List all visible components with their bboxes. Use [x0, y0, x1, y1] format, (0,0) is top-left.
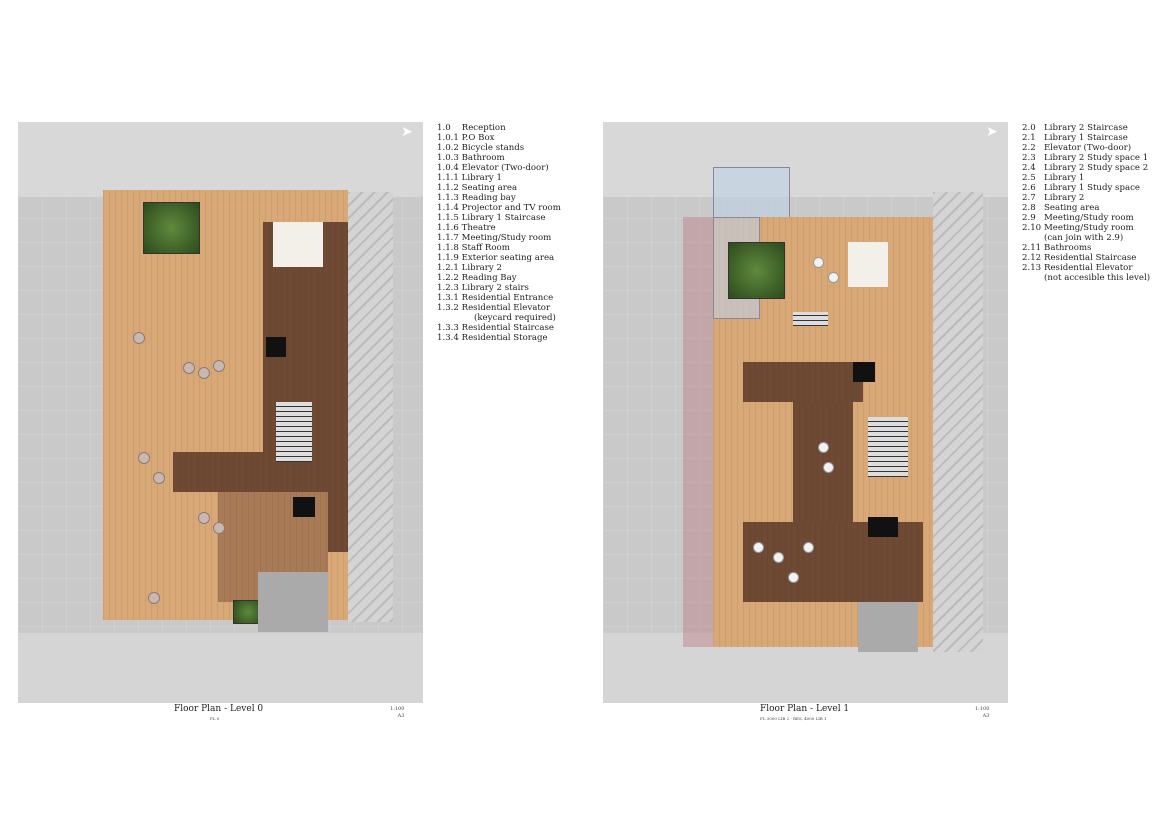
table-icon: [823, 462, 834, 473]
floor-plan-level-0: ➤: [18, 122, 423, 703]
legend-item: 1.0.2 Bicycle stands: [437, 143, 525, 153]
legend-item: 1.0.4 Elevator (Two-door): [437, 163, 549, 173]
site-top: [18, 122, 423, 197]
table-icon: [803, 542, 814, 553]
elevator-core: [853, 362, 875, 382]
residential-elevator-core: [868, 517, 898, 537]
legend-item: 1.1.4 Projector and TV room: [437, 203, 561, 213]
hatched-boundary: [933, 192, 983, 652]
legend-item: 1.3.4 Residential Storage: [437, 333, 548, 343]
north-arrow-icon: ➤: [986, 124, 998, 140]
table-icon: [148, 592, 160, 604]
table-icon: [198, 512, 210, 524]
table-icon: [828, 272, 839, 283]
site-top: [603, 122, 1008, 197]
residential-stair-area: [858, 602, 918, 652]
legend-item: 1.3.2 Residential Elevator: [437, 303, 551, 313]
plan-subtitle: FL 0: [210, 716, 220, 721]
legend-item: 1.2.1 Library 2: [437, 263, 502, 273]
legend-level-0: 1.0 Reception 1.0.1 P.O Box 1.0.2 Bicycl…: [437, 123, 561, 343]
residential-elevator-core: [293, 497, 315, 517]
table-icon: [213, 522, 225, 534]
hatched-boundary: [348, 192, 393, 622]
table-icon: [813, 257, 824, 268]
site-bottom: [18, 633, 423, 703]
facade-zone: [683, 217, 713, 647]
legend-item: 1.0 Reception: [437, 123, 506, 133]
legend-item: 1.1.3 Reading bay: [437, 193, 516, 203]
table-icon: [198, 367, 210, 379]
legend-item: 1.1.1 Library 1: [437, 173, 502, 183]
table-icon: [773, 552, 784, 563]
plan-subtitle: FL 3000 LIB 2 - RES, 4000 LIB 1: [760, 716, 827, 721]
legend-item: 1.1.8 Staff Room: [437, 243, 510, 253]
elevator-core: [266, 337, 286, 357]
residential-entrance: [258, 572, 328, 632]
skylight: [713, 167, 790, 219]
plan-title: Floor Plan - Level 0: [174, 704, 264, 714]
reading-bay: [173, 452, 283, 492]
meeting-room: [848, 242, 888, 287]
library-1: [793, 402, 853, 522]
courtyard-tree: [728, 242, 785, 299]
courtyard-tree: [143, 202, 200, 254]
legend-item: 1.1.7 Meeting/Study room: [437, 233, 552, 243]
table-icon: [213, 360, 225, 372]
meeting-room: [273, 222, 323, 267]
north-arrow-icon: ➤: [401, 124, 413, 140]
table-icon: [788, 572, 799, 583]
legend-item: 1.2.2 Reading Bay: [437, 273, 517, 283]
legend-item: 1.2.3 Library 2 stairs: [437, 283, 529, 293]
legend-item: 1.1.6 Theatre: [437, 223, 496, 233]
legend-item: 1.1.5 Library 1 Staircase: [437, 213, 546, 223]
legend-item: 1.1.9 Exterior seating area: [437, 253, 555, 263]
legend-item: 1.1.2 Seating area: [437, 183, 518, 193]
library-staircase: [276, 402, 312, 462]
table-icon: [753, 542, 764, 553]
table-icon: [153, 472, 165, 484]
table-icon: [138, 452, 150, 464]
legend-item: (not accesible this level): [1044, 273, 1151, 283]
library-2-staircase: [793, 312, 828, 326]
table-icon: [183, 362, 195, 374]
legend-item: (can join with 2.9): [1044, 233, 1124, 243]
legend-item: 1.3.1 Residential Entrance: [437, 293, 554, 303]
table-icon: [818, 442, 829, 453]
legend-item: 1.0.1 P.O Box: [437, 133, 495, 143]
plan-title: Floor Plan - Level 1: [760, 704, 850, 714]
legend-item: (keycard required): [474, 313, 556, 323]
table-icon: [133, 332, 145, 344]
library-staircase: [868, 417, 908, 477]
library-1-study-space: [743, 362, 863, 402]
legend-item: 1.3.3 Residential Staircase: [437, 323, 555, 333]
floor-plan-level-1: ➤: [603, 122, 1008, 703]
legend-item: 1.0.3 Bathroom: [437, 153, 505, 163]
